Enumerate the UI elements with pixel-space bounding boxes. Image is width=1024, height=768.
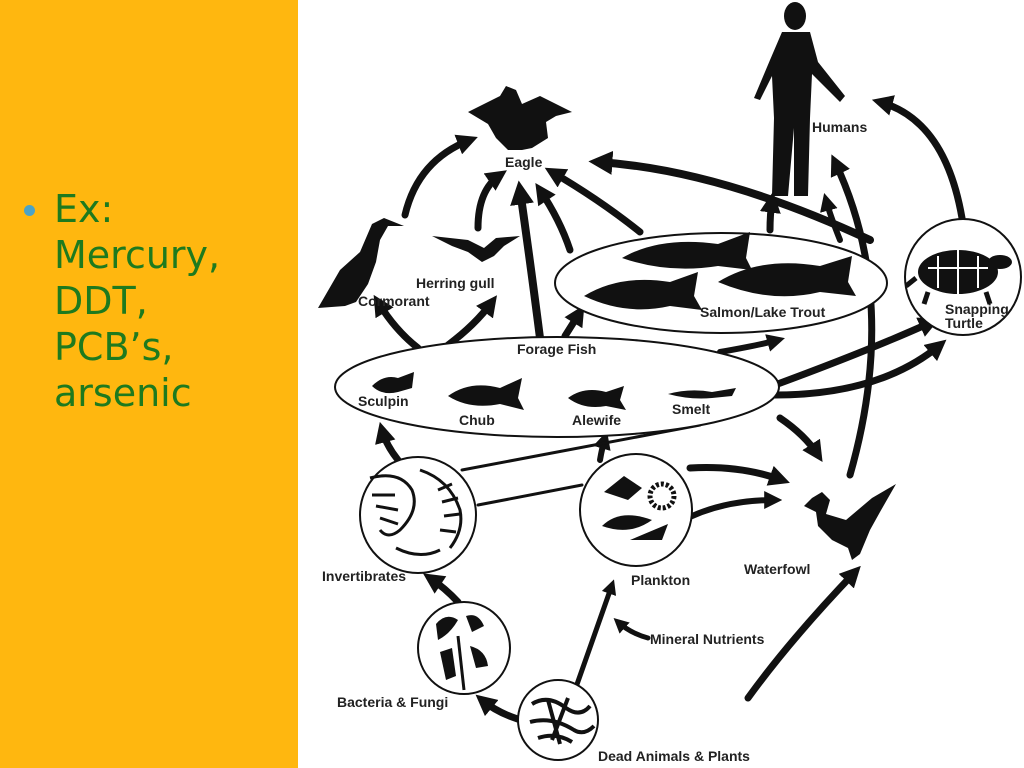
arrow-waterfowl-to-humans <box>830 154 876 479</box>
sculpin-icon <box>372 372 414 394</box>
turtle-icon <box>904 250 1012 305</box>
arrow-plankton-to-waterfowl-b <box>677 491 783 525</box>
salmon-icon <box>584 232 856 310</box>
arrow-salmon-to-humans <box>759 191 781 234</box>
label-forage-fish: Forage Fish <box>517 341 596 357</box>
herring-gull-node: Herring gull <box>416 236 520 291</box>
invertibrates-node: Invertibrates <box>322 456 477 584</box>
plankton-disc <box>579 453 693 567</box>
label-turtle-line-2: Turtle <box>945 315 983 331</box>
smelt-icon <box>668 388 736 399</box>
arrow-salmon-to-turtle <box>717 334 785 355</box>
label-cormorant: Cormorant <box>358 293 430 309</box>
human-icon <box>754 2 845 196</box>
bullet-line-5: arsenic <box>54 371 192 415</box>
bacteria-fungi-node: Bacteria & Fungi <box>337 601 511 710</box>
arrow-forage-to-cormorant <box>373 294 422 352</box>
label-smelt: Smelt <box>672 401 710 417</box>
cormorant-icon <box>318 218 404 308</box>
label-chub: Chub <box>459 412 495 428</box>
arrow-salmon-to-eagle-a <box>535 183 574 254</box>
arrow-forage-to-eagle <box>510 180 544 342</box>
humans-node: Humans <box>754 2 867 196</box>
arrow-dead-to-plankton <box>572 579 617 693</box>
chub-icon <box>448 378 524 410</box>
salmon-node: Salmon/Lake Trout <box>554 232 888 334</box>
food-web-diagram: Eagle Humans Herring gull Cormorant Salm… <box>318 2 1022 764</box>
invertebrate-icon <box>369 468 463 556</box>
bullet-line-1: Ex: <box>54 187 114 231</box>
cormorant-node: Cormorant <box>318 218 430 309</box>
bullet-list: Ex: Mercury, DDT, PCB’s, arsenic <box>18 186 220 416</box>
label-herring-gull: Herring gull <box>416 275 495 291</box>
bullet-dot-icon <box>24 205 35 216</box>
plankton-icon <box>602 476 677 540</box>
label-humans: Humans <box>812 119 867 135</box>
label-bacteria-fungi: Bacteria & Fungi <box>337 694 448 710</box>
label-turtle-line-1: Snapping <box>945 301 1009 317</box>
label-waterfowl: Waterfowl <box>744 561 810 577</box>
bullet-line-3: DDT, <box>54 279 148 323</box>
arrow-turtle-to-humans <box>871 95 966 222</box>
arrow-salmon-to-eagle-b <box>544 167 644 236</box>
bullet-item: Ex: Mercury, DDT, PCB’s, arsenic <box>18 186 220 416</box>
forage-fish-ellipse <box>334 336 780 438</box>
eagle-icon <box>468 86 572 150</box>
arrow-bacteria-to-invert <box>423 573 462 606</box>
arrow-gull-to-eagle <box>474 170 507 232</box>
arrow-dead-to-waterfowl <box>744 565 861 702</box>
arrow-invert-to-forage-b <box>460 423 702 472</box>
arrow-forage-to-turtle-b <box>771 339 947 399</box>
plankton-node: Plankton <box>579 453 693 588</box>
alewife-icon <box>568 386 626 410</box>
label-salmon: Salmon/Lake Trout <box>700 304 826 320</box>
arrow-forage-to-salmon <box>561 304 585 340</box>
forage-fish-node: Forage Fish Sculpin Chub Alewife Smelt <box>334 336 780 438</box>
label-eagle: Eagle <box>505 154 543 170</box>
waterfowl-node: Waterfowl <box>744 484 896 577</box>
arrow-forage-to-turtle <box>771 317 940 389</box>
bullet-line-4: PCB’s, <box>54 325 174 369</box>
mineral-nutrients-node: Mineral Nutrients <box>650 631 765 647</box>
bullet-line-2: Mercury, <box>54 233 221 277</box>
label-mineral-nutrients: Mineral Nutrients <box>650 631 765 647</box>
side-panel: Ex: Mercury, DDT, PCB’s, arsenic <box>0 0 298 768</box>
arrows <box>373 95 966 726</box>
arrow-salmon-to-humans-b <box>820 193 843 243</box>
snapping-turtle-node: Snapping Turtle <box>904 218 1022 336</box>
arrow-invert-to-forage <box>375 421 402 464</box>
arrow-plankton-to-waterfowl <box>686 464 790 486</box>
arrow-plankton-to-forage <box>593 431 611 463</box>
label-alewife: Alewife <box>572 412 621 428</box>
arrow-forage-to-gull <box>444 295 497 349</box>
bacteria-icon <box>436 615 488 691</box>
waterfowl-icon <box>804 484 896 560</box>
label-invertibrates: Invertibrates <box>322 568 406 584</box>
arrow-forage-to-waterfowl <box>776 414 823 463</box>
label-dead-animals-plants: Dead Animals & Plants <box>598 748 750 764</box>
arrow-nutrients-to-plankton <box>613 617 651 641</box>
arrow-cormorant-to-eagle <box>401 134 478 219</box>
label-plankton: Plankton <box>631 572 690 588</box>
gull-icon <box>432 236 520 262</box>
arrow-plankton-to-invert <box>476 483 584 507</box>
label-sculpin: Sculpin <box>358 393 409 409</box>
dead-animals-plants-node: Dead Animals & Plants <box>517 679 750 764</box>
eagle-node: Eagle <box>468 86 572 170</box>
detritus-icon <box>529 697 596 745</box>
